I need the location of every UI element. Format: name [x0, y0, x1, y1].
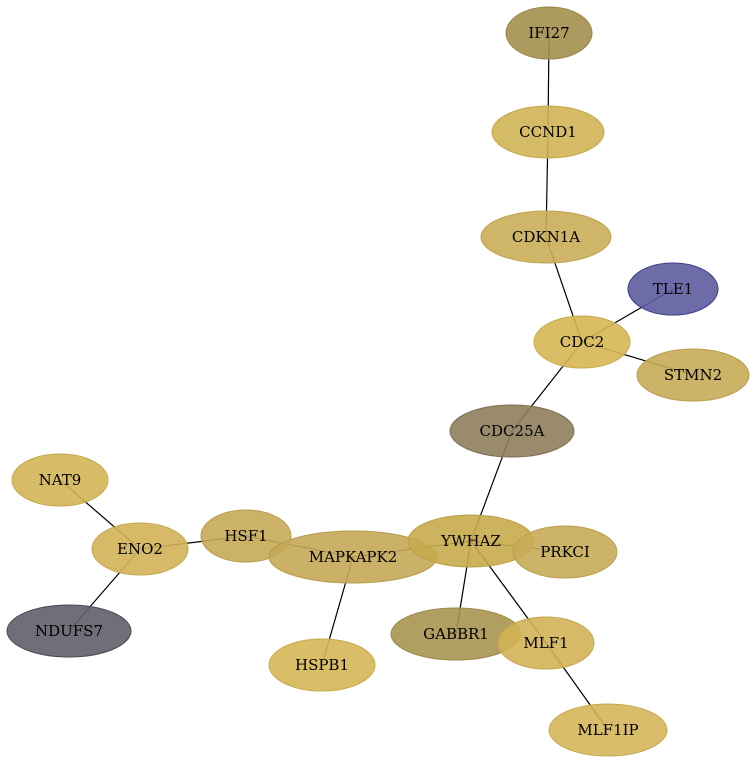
- node-ellipse-ndufs7: [6, 604, 132, 658]
- node-ellipse-cdc2: [533, 315, 631, 369]
- node-label-ccnd1: CCND1: [519, 123, 577, 141]
- node-ellipse-ccnd1: [491, 105, 605, 159]
- node-label-gabbr1: GABBR1: [423, 625, 489, 643]
- node-ellipse-cdc25a: [449, 404, 575, 458]
- node-ellipse-cdkn1a: [480, 210, 612, 264]
- node-ellipse-hsf1: [200, 509, 292, 563]
- node-ndufs7[interactable]: NDUFS7: [6, 604, 132, 658]
- node-ifi27[interactable]: IFI27: [505, 6, 593, 60]
- node-label-cdc25a: CDC25A: [480, 422, 545, 440]
- node-label-prkci: PRKCI: [540, 543, 590, 561]
- node-label-ifi27: IFI27: [528, 24, 569, 42]
- node-label-stmn2: STMN2: [664, 366, 722, 384]
- node-ellipse-eno2: [91, 522, 189, 576]
- node-mlf1[interactable]: MLF1: [497, 616, 595, 670]
- node-ellipse-ifi27: [505, 6, 593, 60]
- node-hsf1[interactable]: HSF1: [200, 509, 292, 563]
- node-ellipse-nat9: [11, 453, 109, 507]
- node-tle1[interactable]: TLE1: [627, 262, 719, 316]
- node-ellipse-hspb1: [268, 638, 376, 692]
- node-label-mlf1: MLF1: [523, 634, 568, 652]
- node-label-mapkapk2: MAPKAPK2: [309, 548, 398, 566]
- node-eno2[interactable]: ENO2: [91, 522, 189, 576]
- node-cdkn1a[interactable]: CDKN1A: [480, 210, 612, 264]
- node-cdc2[interactable]: CDC2: [533, 315, 631, 369]
- node-ellipse-tle1: [627, 262, 719, 316]
- node-hspb1[interactable]: HSPB1: [268, 638, 376, 692]
- node-label-cdkn1a: CDKN1A: [512, 228, 580, 246]
- node-ellipse-mlf1: [497, 616, 595, 670]
- node-gabbr1[interactable]: GABBR1: [390, 607, 522, 661]
- node-ellipse-mlf1ip: [548, 703, 668, 757]
- node-ywhaz[interactable]: YWHAZ: [407, 514, 535, 568]
- node-mlf1ip[interactable]: MLF1IP: [548, 703, 668, 757]
- node-label-nat9: NAT9: [39, 471, 82, 489]
- node-label-cdc2: CDC2: [560, 333, 605, 351]
- node-label-mlf1ip: MLF1IP: [577, 721, 638, 739]
- node-label-ywhaz: YWHAZ: [440, 532, 501, 550]
- node-label-eno2: ENO2: [117, 540, 163, 558]
- node-cdc25a[interactable]: CDC25A: [449, 404, 575, 458]
- node-prkci[interactable]: PRKCI: [512, 525, 618, 579]
- node-label-hsf1: HSF1: [224, 527, 267, 545]
- node-mapkapk2[interactable]: MAPKAPK2: [268, 530, 438, 584]
- node-ellipse-stmn2: [636, 348, 750, 402]
- node-nat9[interactable]: NAT9: [11, 453, 109, 507]
- node-stmn2[interactable]: STMN2: [636, 348, 750, 402]
- node-ccnd1[interactable]: CCND1: [491, 105, 605, 159]
- node-label-tle1: TLE1: [653, 280, 693, 298]
- node-ellipse-prkci: [512, 525, 618, 579]
- node-label-hspb1: HSPB1: [295, 656, 349, 674]
- node-label-ndufs7: NDUFS7: [35, 622, 103, 640]
